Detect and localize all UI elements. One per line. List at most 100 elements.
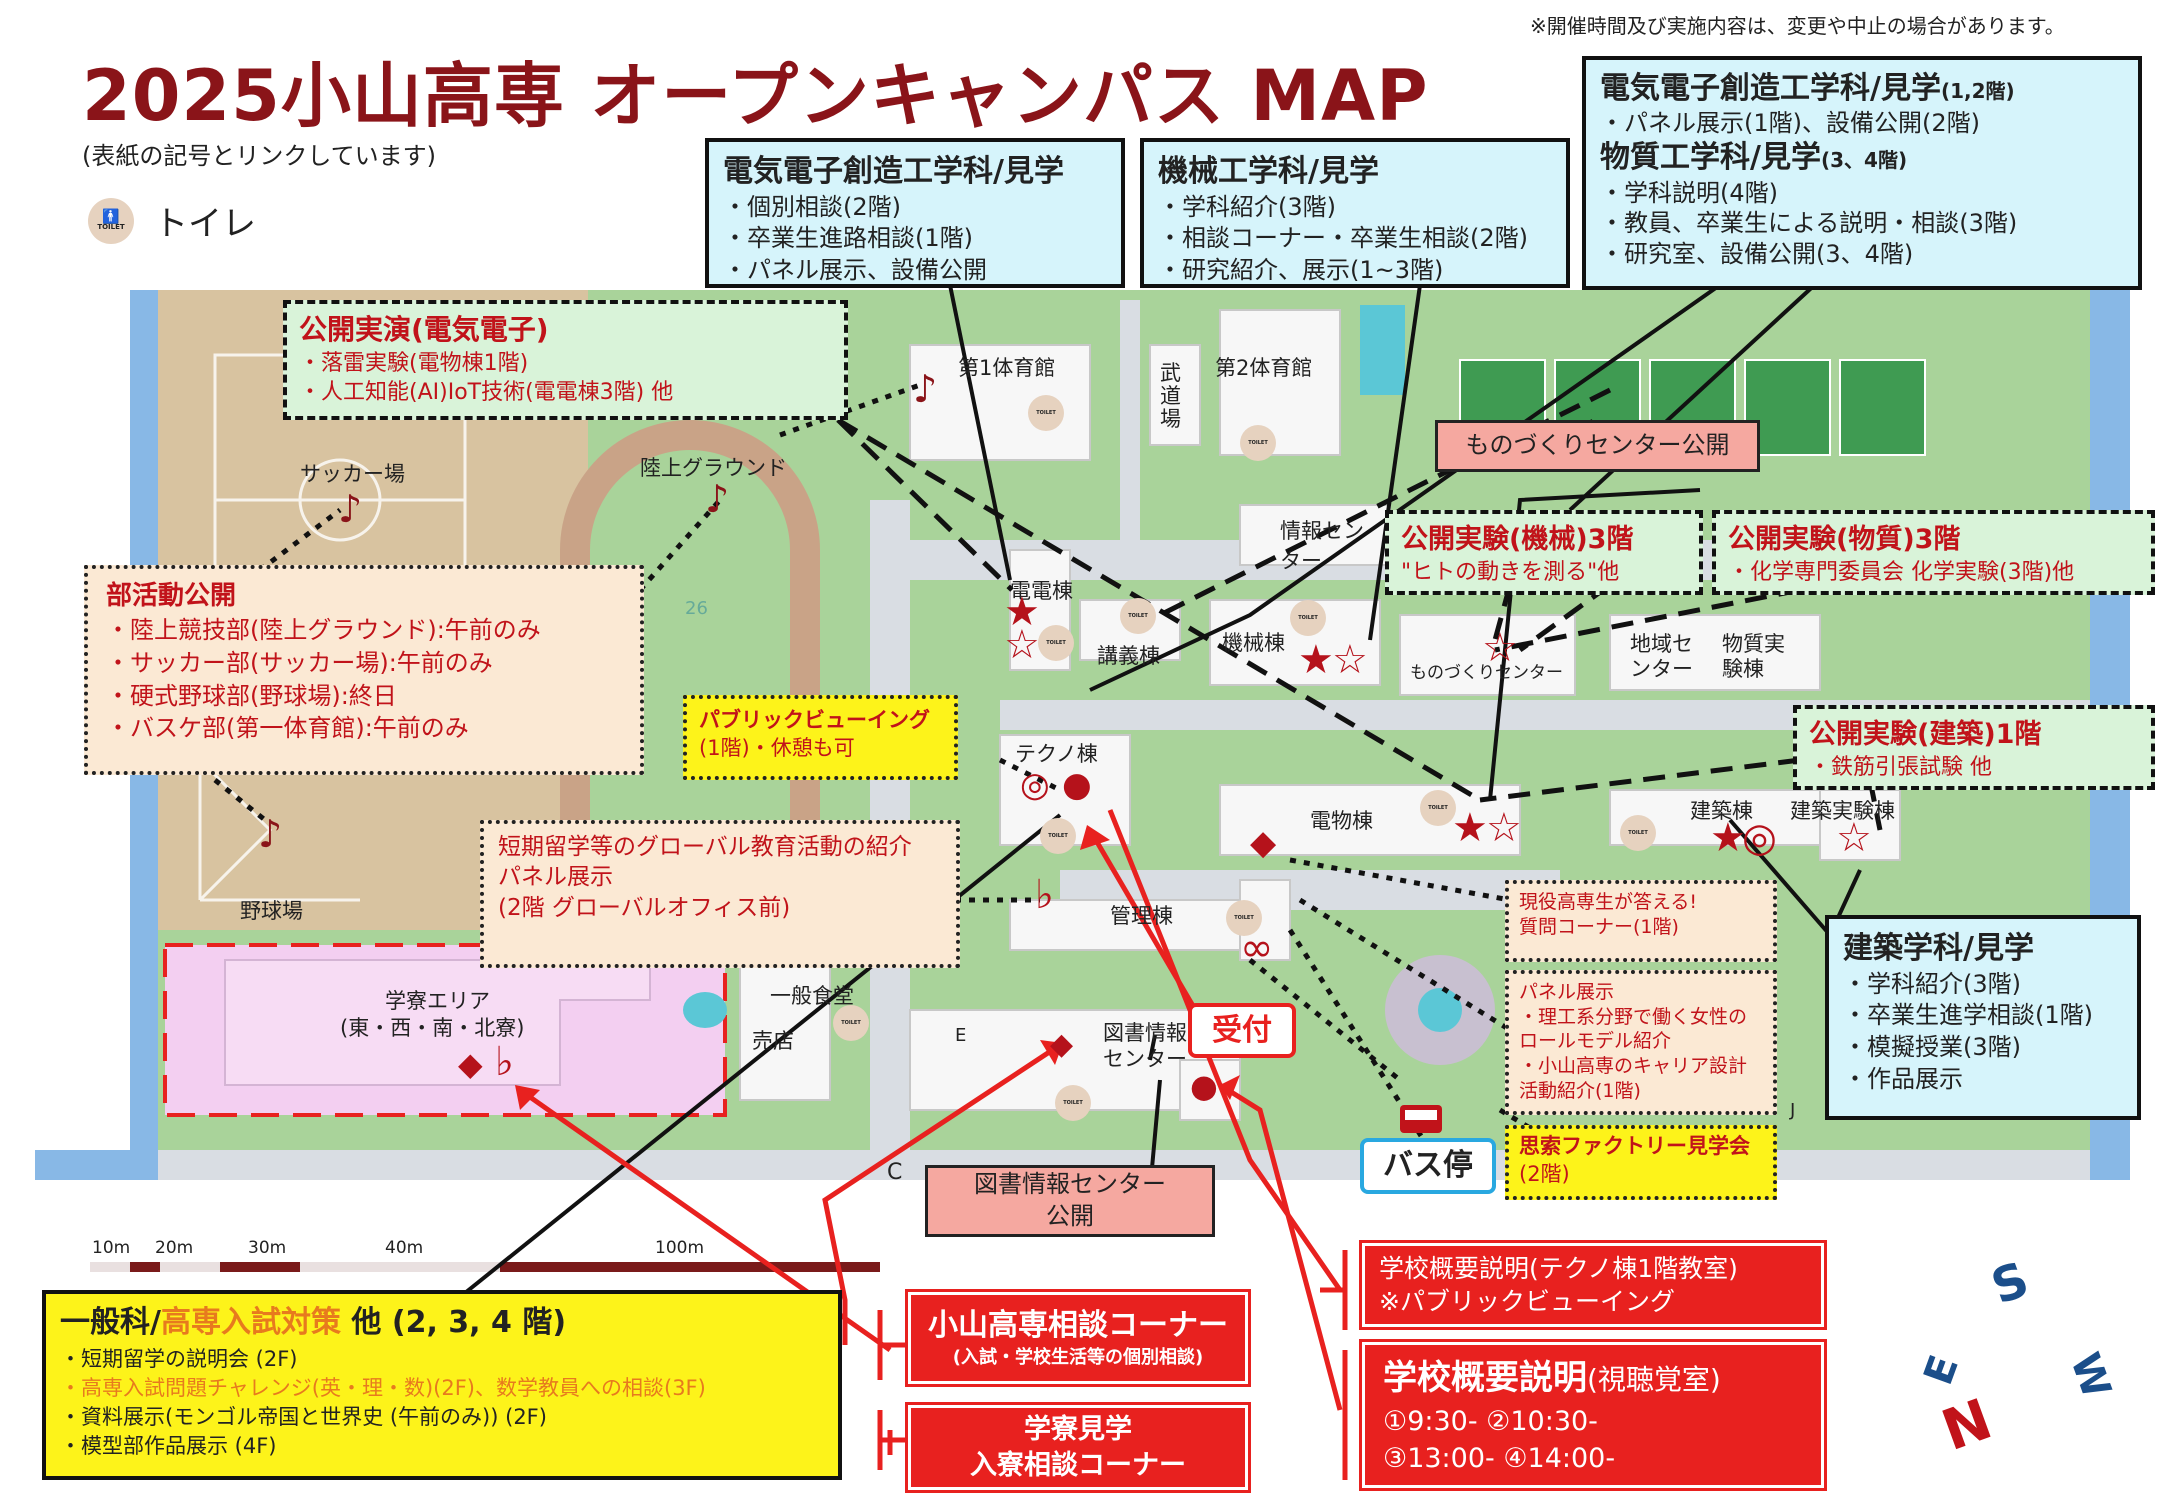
circle-symbol: ● [1062,765,1092,805]
box-global: 短期留学等のグローバル教育活動の紹介 パネル展示 (2階 グローバルオフィス前) [480,820,960,968]
diamond-symbol: ◆ [1050,1027,1074,1062]
box-panel-josei: パネル展示 ・理工系分野で働く女性の ロールモデル紹介 ・小山高専のキャリア設計… [1505,970,1777,1115]
label-budo: 武道場 [1160,361,1181,432]
label-kenchiku-lab: 建築実験棟 [1790,799,1895,823]
label-denbutsu: 電物棟 [1310,809,1373,833]
box-soudan-corner: 小山高専相談コーナー (入試・学校生活等の個別相談) [905,1289,1251,1387]
toilet-icon: TOILET [1226,900,1262,936]
music-symbol: ♪ [705,477,730,521]
scale-20m: 20m [155,1238,194,1258]
label-gym1: 第1体育館 [958,356,1056,380]
label-baseball: 野球場 [240,899,303,923]
box-gaiyou-shichou: 学校概要説明(視聴覚室) ①9:30- ②10:30- ③13:00- ④14:… [1359,1339,1827,1491]
toilet-icon: 🚹TOILET [88,197,134,244]
scale-100m: 100m [655,1238,705,1258]
label-dorm-sub: (東・西・南・北寮) [340,1016,525,1040]
label-chiiki: 地域センター [1630,632,1693,682]
toilet-legend: 🚹TOILET トイレ [88,196,256,245]
label-techno: テクノ棟 [1015,742,1098,766]
page-title: 2025小山高専 オープンキャンパス MAP [82,55,1429,137]
scale-bar [90,1262,880,1272]
compass-rose: N S E W [1915,1251,2119,1464]
toilet-icon: TOILET [1120,598,1156,634]
toilet-legend-label: トイレ [154,204,256,244]
box-public-viewing: パブリックビューイング (1階)・休憩も可 [683,695,958,780]
label-dorm-area: 学寮エリア [385,989,490,1013]
toilet-icon: TOILET [833,1005,869,1041]
toilet-icon: TOILET [1290,600,1326,636]
box-ippan: 一般科/高専入試対策 他 (2, 3, 4 階) ・短期留学の説明会 (2F) … [42,1290,842,1480]
star-filled: ★ [1452,805,1488,851]
box-ryo-kengaku: 学寮見学 入寮相談コーナー [905,1402,1251,1493]
notice-text: ※開催時間及び実施内容は、変更や中止の場合があります。 [1530,14,2065,38]
label-track: 陸上グラウンド [640,456,787,480]
star-filled: ★ [1004,589,1040,635]
circle-symbol: ● [1190,1067,1218,1105]
double-circle-symbol: ◎ [1020,765,1050,805]
infinity-symbol: ∞ [1240,925,1274,971]
music-symbol: ♪ [913,367,938,411]
toilet-icon: TOILET [1620,815,1656,851]
scale-30m: 30m [248,1238,287,1258]
label-cafeteria: 一般食堂 [770,984,854,1008]
compass-n: N [1934,1387,2000,1464]
label-busshitsu: 物質実験棟 [1722,632,1785,682]
star-open: ☆ [1486,805,1522,851]
box-denki-busshitsu: 電気電子創造工学科/見学(1,2階) ・パネル展示(1階)、設備公開(2階) 物… [1582,56,2142,290]
toilet-icon: TOILET [1038,625,1074,661]
star-open: ☆ [1482,625,1518,671]
music-symbol: ♪ [258,812,283,856]
subtitle: (表紙の記号とリンクしています) [82,142,437,170]
box-koukai-denki: 公開実演(電気電子) ・落雷実験(電物棟1階) ・人工知能(AI)IoT技術(電… [283,300,848,420]
box-gaiyou-techno: 学校概要説明(テクノ棟1階教室) ※パブリックビューイング [1359,1240,1827,1330]
toilet-icon: TOILET [1240,425,1276,461]
box-genyaku: 現役高専生が答える! 質問コーナー(1階) [1505,880,1777,962]
star-open: ☆ [1332,637,1368,683]
box-denki-kengaku: 電気電子創造工学科/見学 ・個別相談(2階) ・卒業生進路相談(1階) ・パネル… [705,138,1125,288]
bus-stop-label: バス停 [1360,1138,1496,1194]
label-admin: 管理棟 [1110,904,1173,928]
label-kikai: 機械棟 [1222,631,1285,655]
label-gym2: 第2体育館 [1215,356,1313,380]
toilet-icon: TOILET [1055,1085,1091,1121]
box-shisaku: 思索ファクトリー見学会 (2階) [1505,1125,1777,1200]
toilet-icon: TOILET [1028,395,1064,431]
double-circle-symbol: ◎ [1742,815,1777,861]
label-j: J [1790,1100,1796,1121]
box-koukai-busshitsu: 公開実験(物質)3階 ・化学専門委員会 化学実験(3階)他 [1712,510,2155,595]
label-lecture: 講義棟 [1097,644,1160,668]
label-denden: 電電棟 [1010,579,1073,603]
toilet-icon: TOILET [1040,818,1076,854]
diamond-symbol: ◆ [1250,823,1277,863]
flat-symbol: ♭ [1035,872,1054,918]
gate-c: C [887,1160,903,1185]
scale-40m: 40m [385,1238,424,1258]
compass-e: E [1915,1350,1968,1391]
box-kikai-kengaku: 機械工学科/見学 ・学科紹介(3階) ・相談コーナー・卒業生相談(2階) ・研究… [1140,138,1570,288]
box-koukai-kenchiku: 公開実験(建築)1階 ・鉄筋引張試験 他 [1793,705,2155,790]
star-filled: ★ [1710,815,1746,861]
star-open: ☆ [1004,622,1040,668]
box-kenchiku-kengaku: 建築学科/見学 ・学科紹介(3階) ・卒業生進学相談(1階) ・模擬授業(3階)… [1825,915,2141,1120]
box-koukai-kikai: 公開実験(機械)3階 "ヒトの動きを測る"他 [1385,510,1703,595]
label-library: 図書情報センター [1103,1021,1187,1072]
label-shop: 売店 [752,1029,794,1053]
box-bukatsu: 部活動公開 ・陸上競技部(陸上グラウンド):午前のみ ・サッカー部(サッカー場)… [84,565,644,775]
label-kenchiku: 建築棟 [1690,799,1753,823]
road-left: ←小山運動公園・新4号バイパス方面 [44,1182,225,1195]
star-filled: ★ [1298,637,1334,683]
label-soccer: サッカー場 [300,462,405,486]
toilet-icon: TOILET [1420,790,1456,826]
box-library-koukai: 図書情報センター 公開 [925,1165,1215,1237]
scale-10m: 10m [92,1238,131,1258]
compass-w: W [2061,1347,2119,1404]
label-e: E [955,1025,967,1046]
music-symbol: ♪ [338,487,363,531]
box-monozukuri-koukai: ものづくりセンター公開 [1435,420,1760,472]
label-26: 26 [685,598,708,619]
pool [1360,305,1405,395]
reception-label: 受付 [1188,1003,1296,1058]
star-open: ☆ [1836,815,1872,861]
label-monozukuri: ものづくりセンター [1410,663,1563,683]
compass-s: S [1984,1251,2036,1315]
